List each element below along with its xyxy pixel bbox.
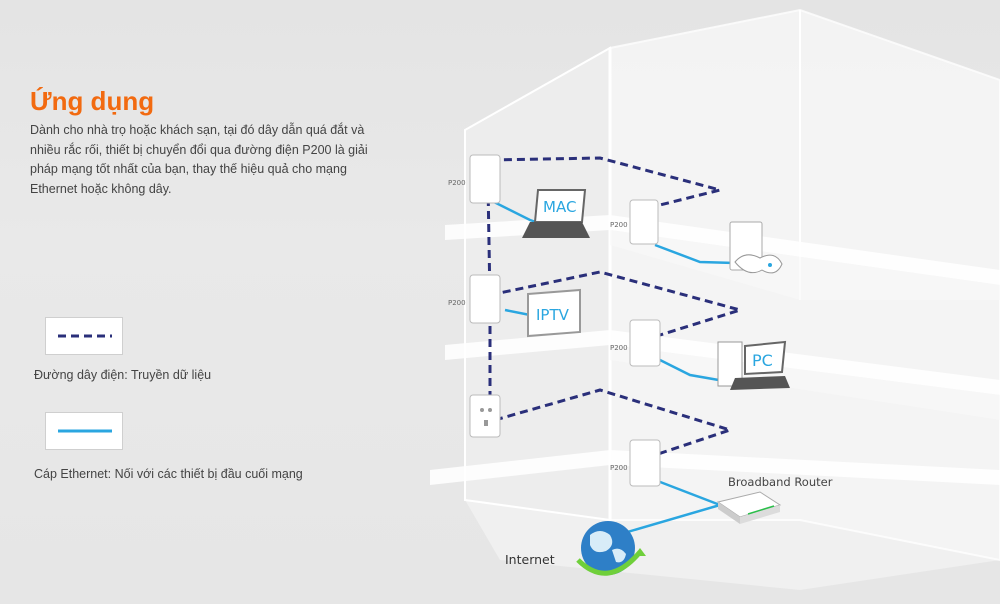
power-line-bottom xyxy=(494,388,735,457)
iptv-label: IPTV xyxy=(536,306,570,324)
p200-label: P200 xyxy=(610,464,628,472)
iptv-icon: IPTV xyxy=(527,288,581,338)
legend-ethernet-swatch xyxy=(45,412,123,450)
section-title: Ứng dụng xyxy=(30,86,155,116)
legend-ethernet-label: Cáp Ethernet: Nối với các thiết bị đầu c… xyxy=(34,467,303,481)
p200-adapter-3: P200 xyxy=(448,274,501,324)
power-line-middle xyxy=(489,270,746,337)
section-description: Dành cho nhà trọ hoặc khách sạn, tại đó … xyxy=(30,123,368,196)
game-console-icon xyxy=(729,221,783,274)
p200-label: P200 xyxy=(610,221,628,229)
mac-label: MAC xyxy=(543,198,576,216)
mac-laptop-icon: MAC xyxy=(522,189,590,238)
internet-label: Internet xyxy=(505,552,555,567)
router-label: Broadband Router xyxy=(728,475,833,489)
dashed-line-icon xyxy=(58,334,112,338)
pc-icon: PC xyxy=(717,340,790,390)
pc-label: PC xyxy=(752,351,773,370)
broadband-router-icon xyxy=(716,491,782,524)
p200-adapter-4: P200 xyxy=(610,319,661,367)
p200-adapter-2: P200 xyxy=(610,199,659,245)
legend-power-line-swatch xyxy=(45,317,123,355)
p200-adapter-1: P200 xyxy=(448,154,501,204)
wall-outlet-icon xyxy=(469,394,501,438)
solid-line-icon xyxy=(58,429,112,433)
p200-label: P200 xyxy=(448,299,466,307)
p200-adapter-5: P200 xyxy=(610,439,661,487)
p200-adapters: P200 P200 P200 P200 P200 xyxy=(448,154,661,487)
globe-icon xyxy=(576,521,646,576)
p200-label: P200 xyxy=(610,344,628,352)
p200-label: P200 xyxy=(448,179,466,187)
legend-power-line-label: Đường dây điện: Truyền dữ liệu xyxy=(34,368,212,382)
